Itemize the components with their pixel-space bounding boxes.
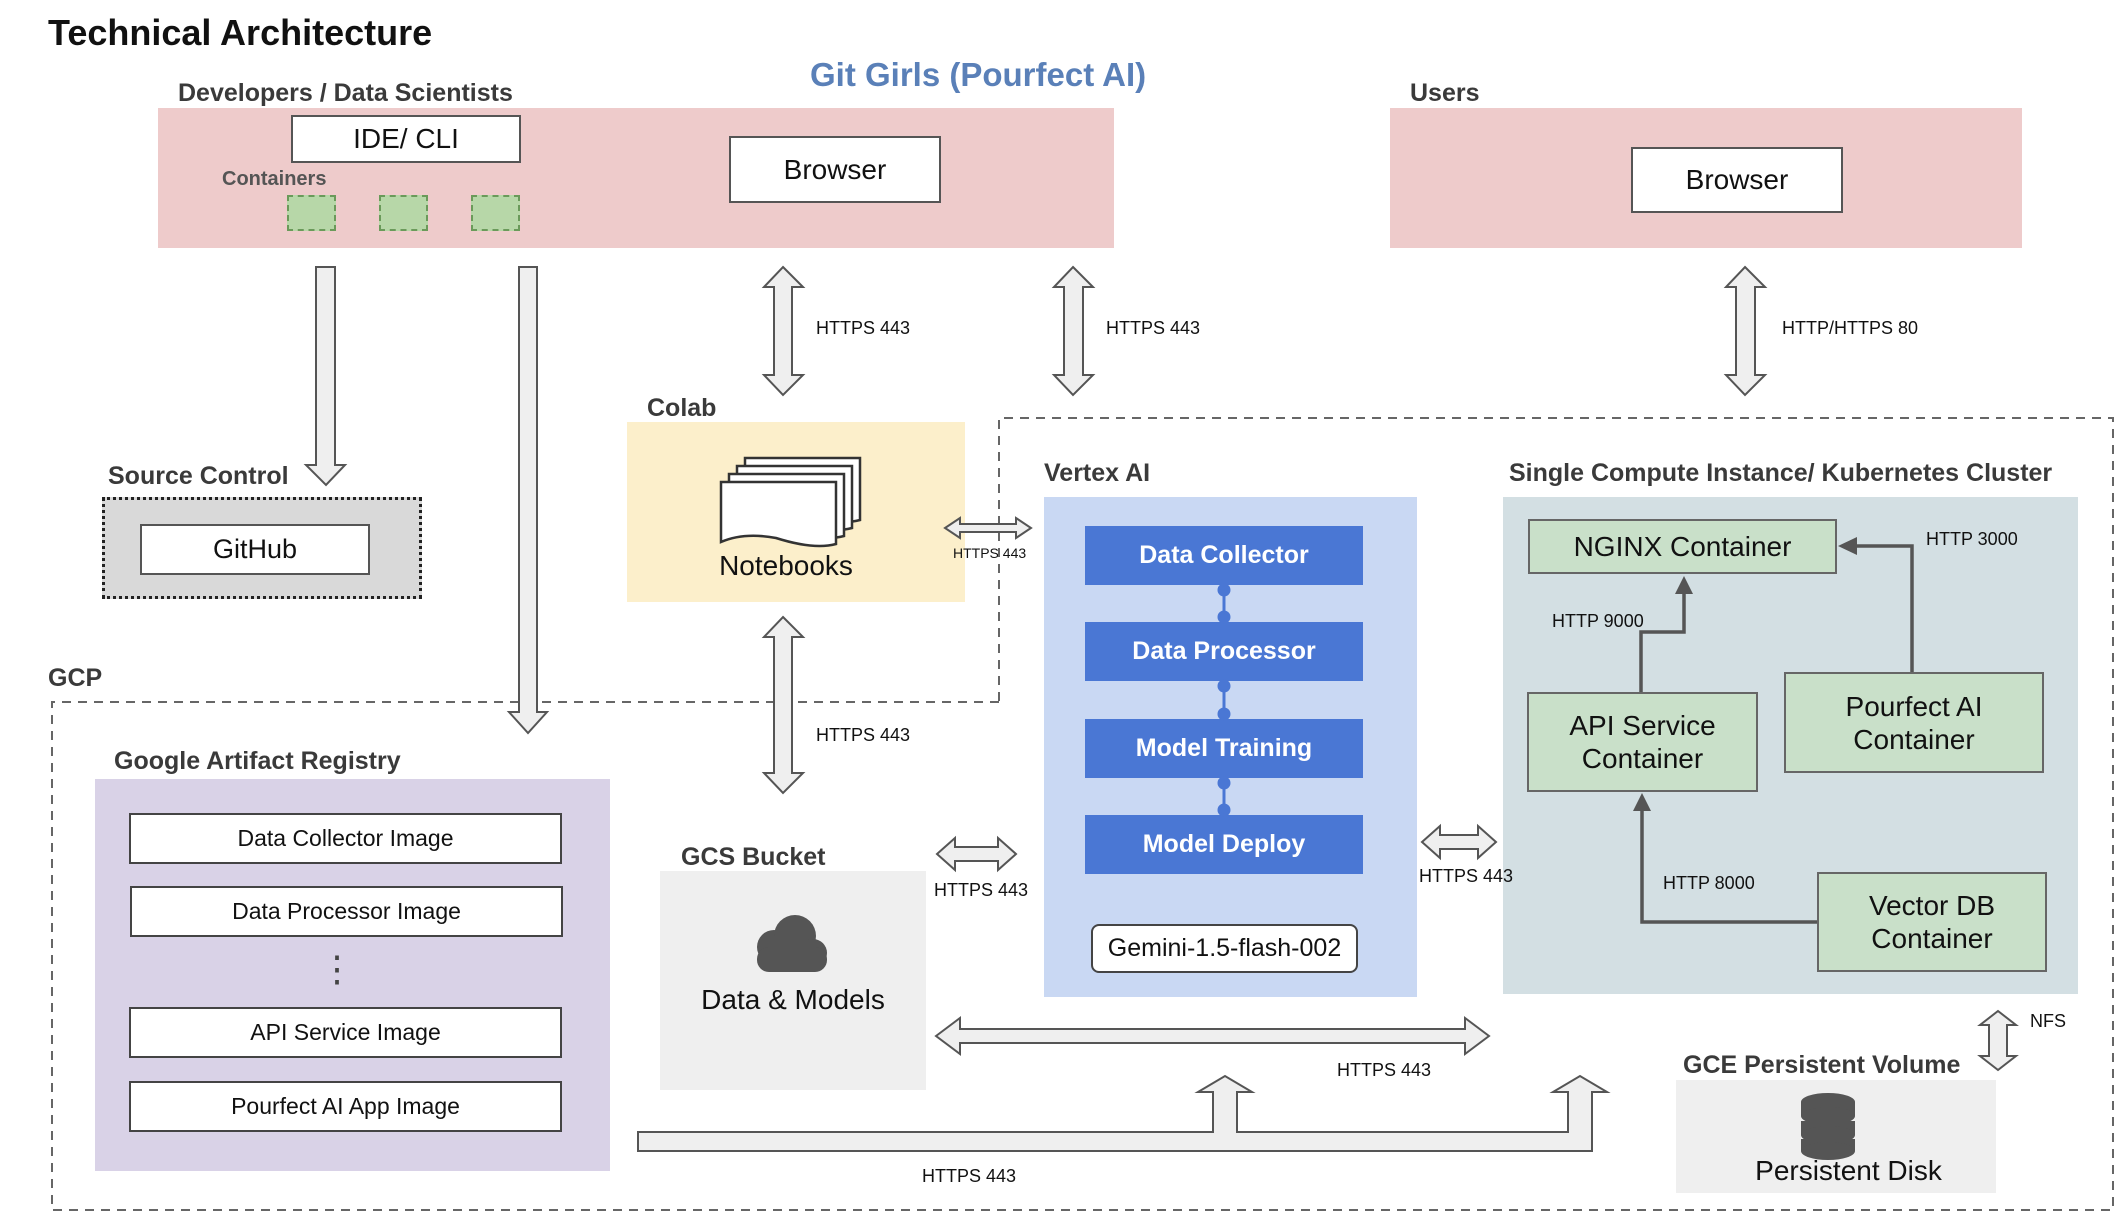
registry-image-data-collector: Data Collector Image [129,813,562,864]
source-control-label: Source Control [108,462,289,490]
container-icon [471,195,520,231]
http-8000-label: HTTP 8000 [1663,873,1755,893]
developers-label: Developers / Data Scientists [178,79,513,107]
registry-ellipsis: ⋮ [319,948,355,989]
gcp-boundary [51,417,2114,1211]
gcs-bucket-label: GCS Bucket [681,843,826,871]
vector-db-container: Vector DB Container [1817,872,2047,972]
vertex-ai-label: Vertex AI [1044,459,1151,487]
notebooks-label: Notebooks [719,550,853,581]
arrow-registry-bus [637,1074,1611,1152]
page-title: Technical Architecture [48,12,433,53]
nginx-container: NGINX Container [1528,519,1837,574]
https-443-label-vertex: HTTPS 443 [1106,318,1201,338]
arrow-colab-gcs [761,615,806,795]
gcs-bucket-content: Data & Models [701,984,885,1015]
https-443-label-gcs-cluster: HTTPS 443 [1337,1060,1432,1080]
vertex-step-model-deploy: Model Deploy [1085,815,1363,874]
ide-cli-box: IDE/ CLI [291,115,521,163]
vertex-step-data-processor: Data Processor [1085,622,1363,681]
arrow-colab-vertex [943,516,1033,540]
notebooks-icon [719,456,862,548]
arrow-nfs [1977,1009,2019,1072]
artifact-registry-label: Google Artifact Registry [114,747,401,775]
github-box: GitHub [140,524,370,575]
registry-image-api-service: API Service Image [129,1007,562,1058]
http-9000-label: HTTP 9000 [1552,611,1644,631]
block-arrows [303,265,2019,1152]
arrow-to-registry [506,266,550,735]
https-443-label-colab: HTTPS 443 [816,318,911,338]
gemini-model-box: Gemini-1.5-flash-002 [1091,924,1358,973]
http-3000-label: HTTP 3000 [1926,529,2018,549]
user-browser-box: Browser [1631,147,1843,213]
arrow-users-cluster [1723,265,1768,397]
cluster-internal-arrows [1639,544,1914,924]
arrow-vertex-cluster [1420,823,1498,861]
vertex-step-data-collector: Data Collector [1085,526,1363,585]
api-service-container: API Service Container [1527,692,1758,792]
persistent-volume-label: GCE Persistent Volume [1683,1051,1961,1079]
https-443-label-registry: HTTPS 443 [922,1166,1017,1186]
gcs-bucket-region [660,871,926,1090]
persistent-disk-label: Persistent Disk [1755,1155,1942,1186]
registry-image-data-processor: Data Processor Image [130,886,563,937]
https-443-label-vertex-cluster: HTTPS 443 [1419,866,1514,886]
nfs-label: NFS [2030,1011,2066,1031]
https-443-label-gcs-vertex: HTTPS 443 [934,880,1029,900]
developer-browser-box: Browser [729,136,941,203]
container-icon [287,195,336,231]
cluster-label: Single Compute Instance/ Kubernetes Clus… [1509,459,2053,487]
gcp-label: GCP [48,664,103,692]
https-443-label-colab-gcs: HTTPS 443 [816,725,911,745]
arrow-gcs-vertex [935,835,1018,873]
arrow-dev-colab [761,265,806,397]
http-https-80-label: HTTP/HTTPS 80 [1782,318,1919,338]
vertex-step-model-training: Model Training [1085,719,1363,778]
containers-label: Containers [222,168,327,190]
project-title: Git Girls (Pourfect AI) [810,56,1147,93]
arrow-to-github [303,266,348,487]
arrow-dev-vertex [1051,265,1096,397]
container-icon [379,195,428,231]
registry-image-pourfect-app: Pourfect AI App Image [129,1081,562,1132]
cluster-arrowheads [1633,537,1857,811]
arrow-gcs-cluster [934,1016,1491,1056]
vertex-pipeline-connectors [1217,583,1231,817]
pourfect-ai-container: Pourfect AI Container [1784,672,2044,773]
users-label: Users [1410,79,1480,107]
colab-label: Colab [647,394,717,422]
cloud-icon [757,915,827,972]
database-icon [1801,1093,1855,1160]
https-443-label-colab-vertex: HTTPS 443 [953,545,1027,561]
